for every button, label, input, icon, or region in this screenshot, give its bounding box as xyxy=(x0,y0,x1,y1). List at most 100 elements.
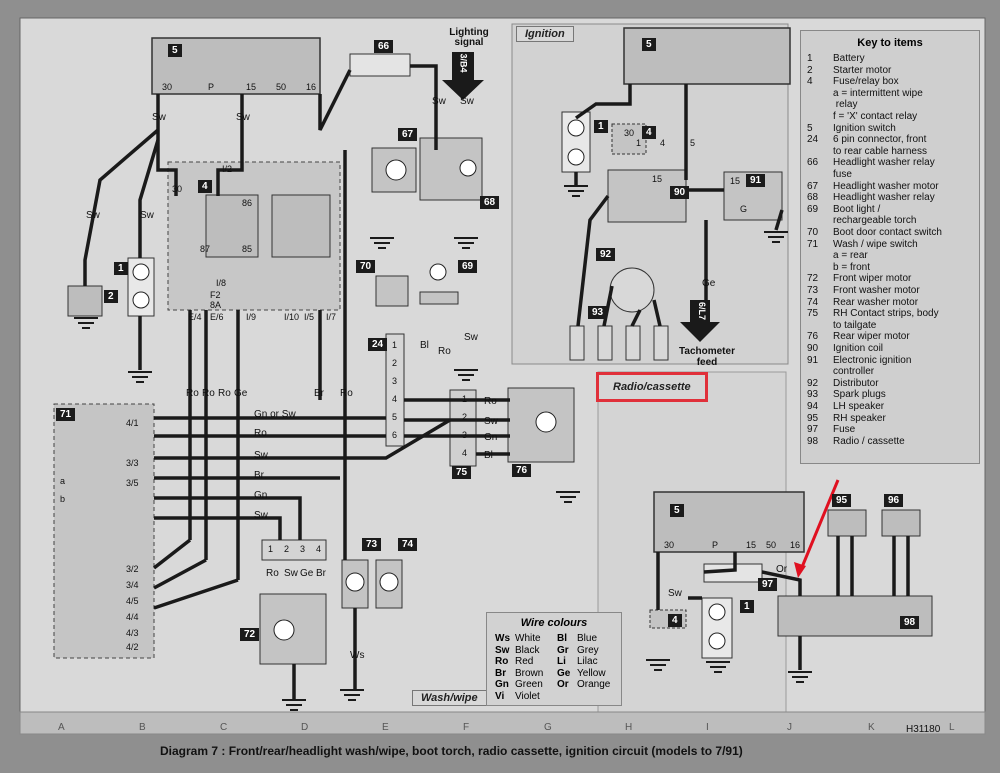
wire-colour-code: Vi xyxy=(495,690,505,702)
wire-colour-label: Or xyxy=(776,564,788,575)
key-item-text: to rear cable harness xyxy=(833,145,927,157)
boot-light-69 xyxy=(419,291,459,305)
relay-pin-label: I/8 xyxy=(216,278,227,288)
key-item-text: Fuse xyxy=(833,424,856,436)
component-badge: 1 xyxy=(740,600,754,613)
rh-speaker-96 xyxy=(881,509,921,537)
key-item-text: controller xyxy=(833,366,875,378)
wire-colour-name: Violet xyxy=(515,690,540,702)
wire-colour-label: Ro xyxy=(202,388,215,399)
key-item-text: Rear washer motor xyxy=(833,296,919,308)
component-badge: 5 xyxy=(670,504,684,517)
wire-colour-name: Grey xyxy=(577,644,599,656)
relay-a xyxy=(271,194,331,258)
key-item-number: 24 xyxy=(807,134,819,146)
switch-pin-label: P xyxy=(208,82,215,92)
component-badge: 71 xyxy=(56,408,76,421)
key-item-text: Wash / wipe switch xyxy=(833,238,918,250)
key-item-number: 95 xyxy=(807,412,819,424)
key-item-number: 98 xyxy=(807,435,819,447)
grid-letter: L xyxy=(949,722,955,733)
grid-letter: G xyxy=(544,722,552,733)
ignition-switch-5-radio xyxy=(653,491,805,553)
component-badge: 96 xyxy=(884,494,904,507)
relay-68-coil-icon xyxy=(459,159,477,177)
ground-icon xyxy=(646,659,670,671)
component-badge: 4 xyxy=(668,614,682,627)
spark-plug-2 xyxy=(597,325,613,361)
grid-letter: B xyxy=(139,722,146,733)
component-badge: 74 xyxy=(398,538,418,551)
grid-letter: D xyxy=(301,722,309,733)
wire-sw-row-2 xyxy=(154,516,282,540)
tachometer-arrow-icon xyxy=(680,300,720,342)
wire-4-5 xyxy=(153,578,239,610)
wire-colour-label: Bl xyxy=(420,340,429,351)
component-badge: 75 xyxy=(452,466,472,479)
grid-letter: C xyxy=(220,722,228,733)
key-item-number: 73 xyxy=(807,285,819,296)
ground-icon xyxy=(370,237,394,249)
wiring-left xyxy=(83,64,510,700)
key-item-text: Ignition coil xyxy=(833,343,884,354)
relay-pin-label: E/4 xyxy=(188,312,202,322)
relay-pin-label: 8A xyxy=(210,300,222,310)
grid-letter: E xyxy=(382,722,389,733)
wire-colour-label: Sw xyxy=(86,210,100,221)
wire-radio-15 xyxy=(703,552,737,574)
relay-pin-label: 86 xyxy=(242,198,253,208)
component-badge: 1 xyxy=(114,262,128,275)
switch71-pin-label: 3/4 xyxy=(126,580,139,590)
key-item: to rear cable harness xyxy=(807,146,927,157)
connector24-pin-label: 1 xyxy=(392,340,398,350)
wire-colour-label: Bl xyxy=(484,450,493,461)
switch71-pin-label: 4/5 xyxy=(126,596,139,606)
switch71-pin-label: 3/5 xyxy=(126,478,139,488)
key-item-number: 92 xyxy=(807,377,819,389)
key-item-number: 76 xyxy=(807,331,819,343)
component-badge: 72 xyxy=(240,628,260,641)
wire-colour-label: Ro xyxy=(254,428,267,439)
ignition-pin-label: 30 xyxy=(624,128,635,138)
key-item-text: Front wiper motor xyxy=(833,273,912,285)
component-badge: 5 xyxy=(168,44,182,57)
battery-plus-icon xyxy=(132,263,150,281)
grid-letter: K xyxy=(868,722,875,733)
contact-strips-75 xyxy=(449,389,477,467)
tachometer-feed-label: Tachometer feed xyxy=(679,346,735,368)
wire-dist-2 xyxy=(602,285,614,327)
ground-icon xyxy=(454,237,478,249)
key-item-number: 4 xyxy=(807,76,813,88)
lighting-signal-label: Lighting signal xyxy=(449,27,489,48)
component-badge: 93 xyxy=(588,306,608,319)
grid-letter: H xyxy=(625,722,633,733)
radio-switch-pin-label: 30 xyxy=(664,540,675,550)
wire-colour-entry: Vi Violet xyxy=(495,691,540,702)
key-item-number: 93 xyxy=(807,389,819,401)
spark-plug-3 xyxy=(625,325,641,361)
wire-colour-label: Gn xyxy=(254,490,268,501)
key-item: a = rear xyxy=(807,250,868,261)
key-item-text: b = front xyxy=(833,261,870,273)
wiring-ignition xyxy=(574,84,784,327)
section-tag-wash-wipe: Wash/wipe xyxy=(412,690,487,706)
wire-colour-name: White xyxy=(515,633,541,644)
wire-colour-code: Ge xyxy=(557,667,571,679)
component-badge: 95 xyxy=(832,494,852,507)
wire-colours-title: Wire colours xyxy=(520,617,588,629)
key-item-text: Boot light / xyxy=(833,203,881,215)
wire-colour-label: Ro xyxy=(484,396,497,407)
connector72-pin-label: 4 xyxy=(316,544,322,554)
ignition-controller-91 xyxy=(723,171,783,221)
wire-colour-label: Ge xyxy=(702,278,716,289)
wire-colour-code: Gr xyxy=(557,644,569,656)
connector72-pin-label: 1 xyxy=(268,544,274,554)
key-item: f = 'X' contact relay xyxy=(807,111,917,122)
ground-icon xyxy=(706,661,730,673)
